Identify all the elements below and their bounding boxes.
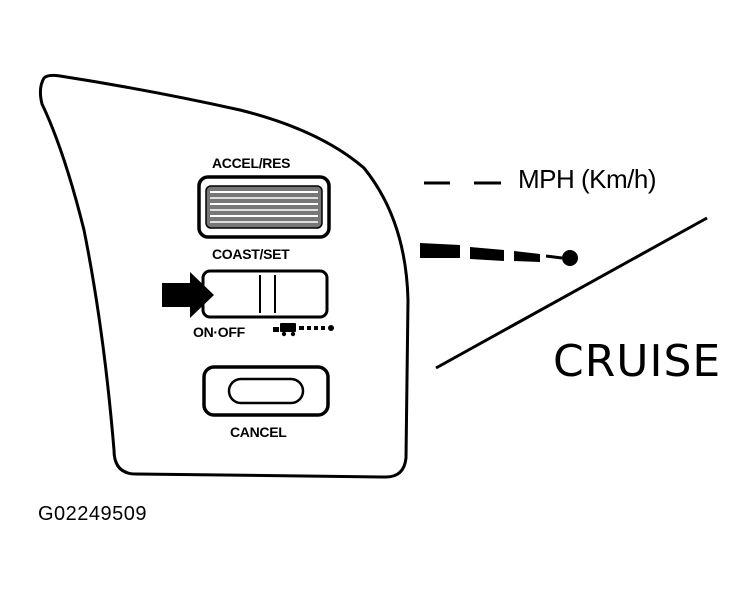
cancel-button[interactable] bbox=[202, 365, 330, 417]
coast-set-label: COAST/SET bbox=[212, 246, 290, 262]
on-off-slide-switch[interactable] bbox=[201, 269, 329, 319]
cruise-label: CRUISE bbox=[553, 336, 722, 387]
figure-code: G02249509 bbox=[38, 503, 148, 525]
speed-pointer-line bbox=[420, 243, 578, 266]
diagonal-divider bbox=[435, 216, 708, 370]
mph-label: MPH (Km/h) bbox=[518, 164, 657, 194]
cruise-car-icon bbox=[273, 323, 334, 337]
on-off-label: ON·OFF bbox=[193, 324, 245, 340]
cancel-label: CANCEL bbox=[230, 424, 287, 440]
switch-housing-outline bbox=[38, 73, 410, 479]
accel-res-label: ACCEL/RES bbox=[212, 155, 291, 171]
arrow-pointer-icon bbox=[162, 272, 214, 318]
accel-coast-rocker[interactable] bbox=[197, 175, 331, 239]
